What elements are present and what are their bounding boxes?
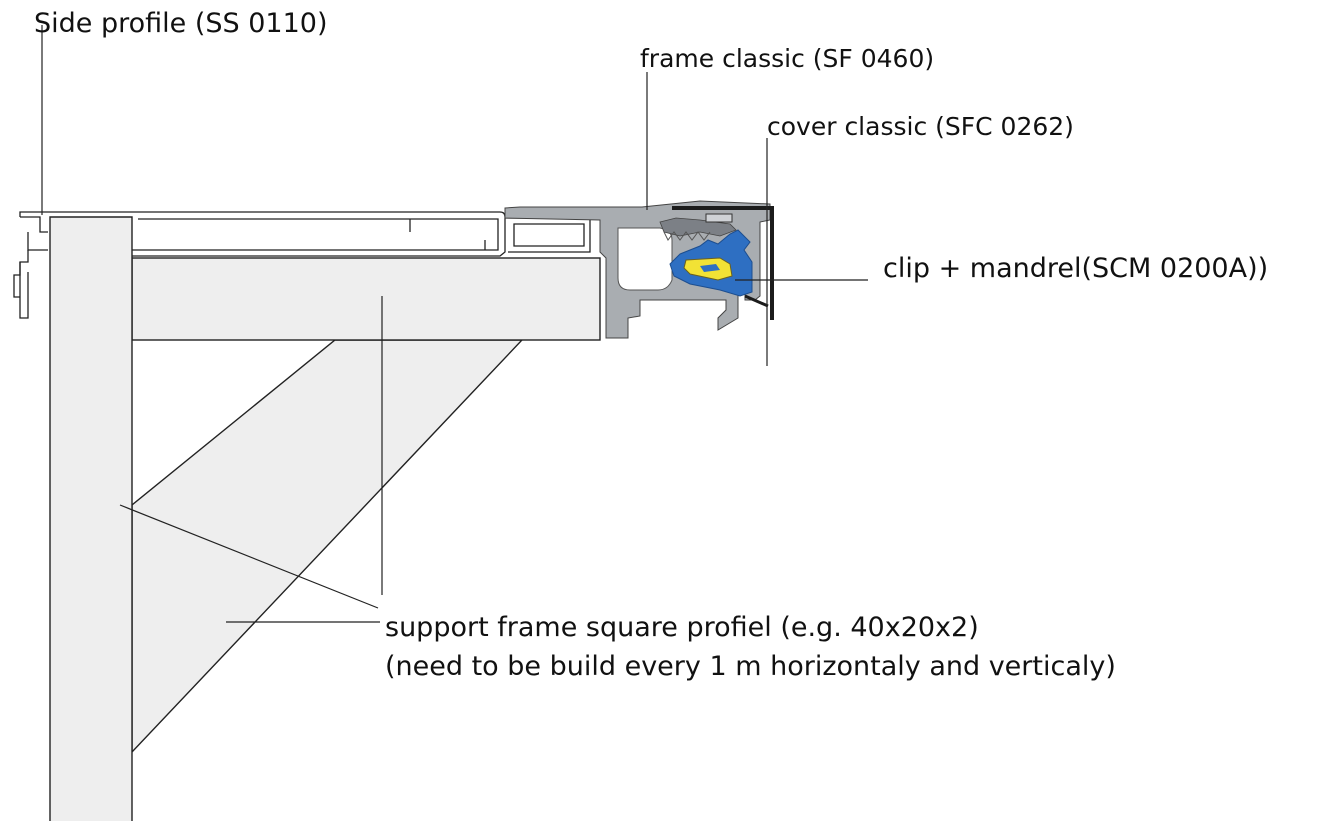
cover-lower-leg: [744, 294, 769, 308]
support-vertical-post: [50, 217, 132, 821]
cover-screw: [705, 213, 733, 223]
label-cover-classic: cover classic (SFC 0262): [767, 112, 1074, 141]
label-side-profile: Side profile (SS 0110): [34, 8, 328, 39]
cover-classic-sfc0262: [672, 206, 774, 320]
label-support-note: (need to be build every 1 m horizontaly …: [385, 651, 1116, 682]
label-frame-classic: frame classic (SF 0460): [640, 44, 935, 73]
support-diagonal-brace: [131, 339, 524, 754]
label-support-frame: support frame square profiel (e.g. 40x20…: [385, 612, 979, 643]
side-profile-ss0110: [13, 211, 591, 319]
clip-mandrel-scm0200a: [669, 229, 753, 297]
leader-lines: [41, 25, 868, 623]
label-clip-mandrel: clip + mandrel(SCM 0200A)): [883, 253, 1269, 284]
leader-support-post: [119, 504, 379, 609]
support-horizontal-beam: [131, 257, 601, 341]
support-vertical-post-outline: [49, 216, 133, 821]
